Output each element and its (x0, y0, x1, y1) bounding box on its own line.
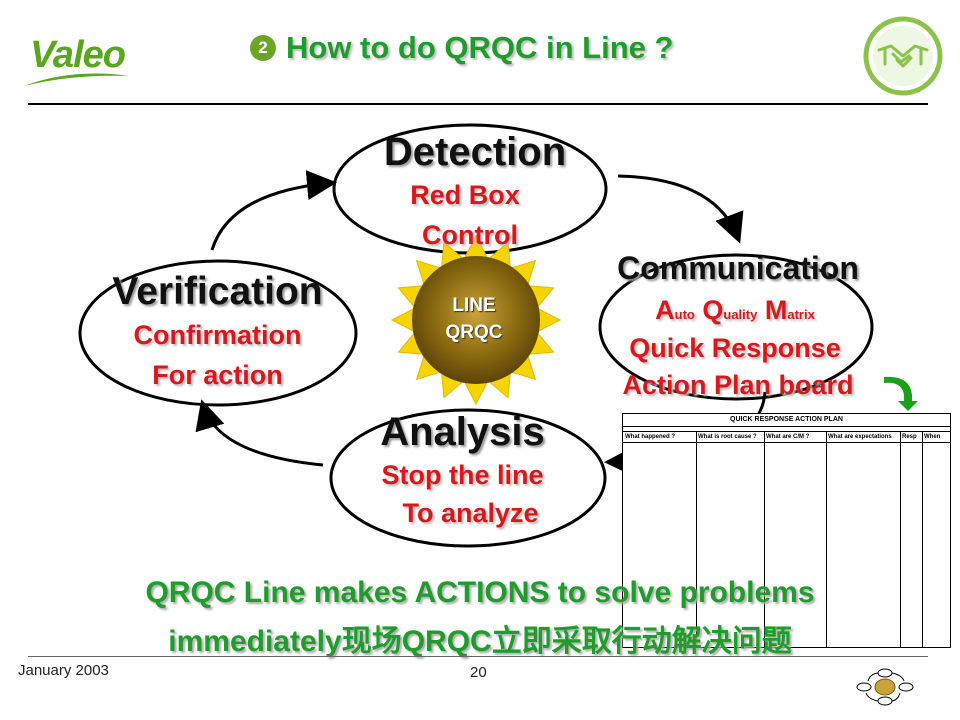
plan-col-divider (900, 431, 901, 647)
footer-divider (28, 656, 928, 657)
communication-title: Communication (617, 250, 859, 286)
page-number: 20 (470, 664, 487, 681)
analysis-title: Analysis (380, 410, 545, 454)
center-line2: QRQC (445, 322, 503, 343)
analysis-line1: Stop the line (381, 460, 544, 490)
handshake-icon (863, 16, 943, 96)
communication-line2: Quick Response (629, 333, 841, 363)
aqm-q: Q (702, 295, 724, 325)
plan-col-header: When (924, 434, 941, 440)
plan-col-divider (826, 431, 827, 647)
detection-title: Detection (383, 130, 567, 174)
communication-oval (598, 253, 874, 401)
plan-header-top-line (623, 431, 950, 432)
plan-header-bottom-line (623, 442, 950, 443)
plan-col-header: What are expectations (828, 434, 892, 440)
header-divider (28, 103, 928, 105)
title-number-badge: 2 (250, 35, 276, 61)
plan-col-divider (696, 431, 697, 647)
plan-col-header: Resp (902, 434, 917, 440)
plan-col-header: What happened ? (625, 434, 675, 440)
aqm-m-rest: atrix (787, 307, 815, 322)
analysis-oval (329, 408, 607, 548)
communication-line3: Action Plan board (622, 370, 854, 400)
valeo-logo: Valeo (22, 32, 142, 92)
footer-date: January 2003 (18, 662, 109, 679)
page-title: 2 How to do QRQC in Line ? (250, 28, 673, 68)
aqm-m: M (764, 295, 788, 325)
arrow-verification-to-detection (210, 170, 337, 251)
verification-line2: For action (152, 360, 283, 390)
center-line1: LINE (452, 295, 496, 316)
action-plan-board: QUICK RESPONSE ACTION PLAN What happened… (622, 413, 951, 648)
action-plan-title: QUICK RESPONSE ACTION PLAN (623, 414, 950, 427)
aqm-q-rest: uality (723, 307, 758, 322)
communication-aqm: Auto Quality Matrix (590, 295, 880, 326)
arrow-analysis-to-verification (195, 399, 324, 467)
process-cycle-icon (856, 668, 914, 706)
turn-down-arrow-icon (884, 376, 918, 411)
plan-col-divider (764, 431, 765, 647)
aqm-a: A (655, 295, 675, 325)
conclusion-line2: immediately现场QRQC立即采取行动解决问题 (168, 625, 792, 658)
verification-line1: Confirmation (133, 320, 302, 350)
arrow-detection-to-communication (617, 174, 744, 244)
verification-title: Verification (112, 270, 323, 313)
logo-text: Valeo (30, 34, 126, 76)
aqm-a-rest: uto (674, 307, 695, 322)
analysis-line2: To analyze (402, 498, 539, 528)
detection-line1: Red Box (410, 180, 520, 210)
logo-swoosh (24, 73, 130, 86)
plan-col-divider (922, 431, 923, 647)
title-text: How to do QRQC in Line ? (286, 30, 674, 65)
conclusion-line1: QRQC Line makes ACTIONS to solve problem… (145, 576, 815, 609)
sun-icon (390, 234, 562, 406)
detection-line2: Control (422, 220, 518, 250)
plan-col-header: What is root cause ? (698, 434, 757, 440)
plan-col-header: What are C/M ? (766, 434, 810, 440)
